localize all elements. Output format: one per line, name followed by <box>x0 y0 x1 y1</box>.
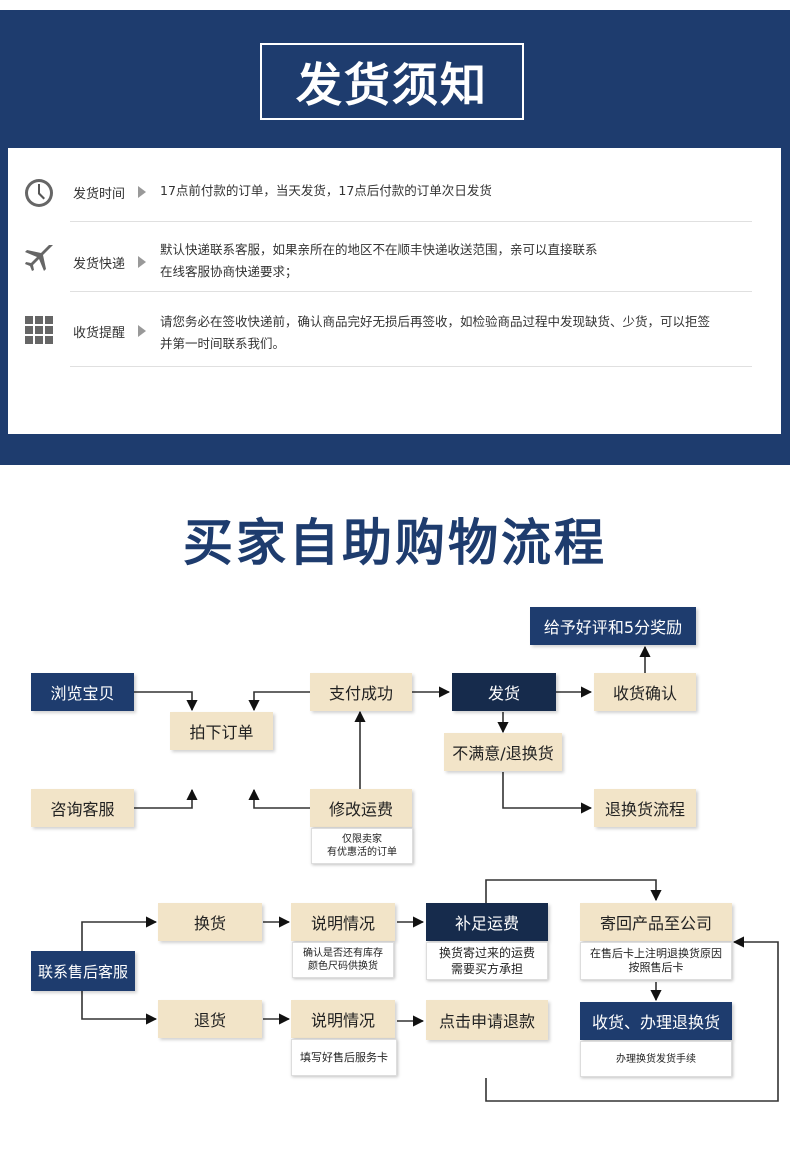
notice-arrow-icon <box>138 186 146 198</box>
notice-text: 请您务必在签收快递前，确认商品完好无损后再签收，如检验商品过程中发现缺货、少货，… <box>160 314 711 351</box>
divider <box>70 366 752 367</box>
confirm-receipt-box: 收货确认 <box>594 673 696 711</box>
clock-icon <box>25 179 53 207</box>
refund-box: 退货 <box>158 1000 262 1038</box>
divider <box>70 291 752 292</box>
supplement-note: 换货寄过来的运费 需要买方承担 <box>426 942 548 980</box>
notice-card: 发货时间 17点前付款的订单，当天发货，17点后付款的订单次日发货 发货快递 默… <box>8 148 781 434</box>
ship-box: 发货 <box>452 673 556 711</box>
notice-label: 发货时间 <box>73 187 126 202</box>
notice-title: 发货须知 <box>296 57 488 112</box>
divider <box>70 221 752 222</box>
flow-title: 买家自助购物流程 <box>183 514 607 572</box>
send-back-note: 在售后卡上注明退换货原因 按照售后卡 <box>580 942 732 980</box>
apply-refund-box: 点击申请退款 <box>426 1000 548 1040</box>
grid-icon <box>25 316 53 344</box>
exchange-box: 换货 <box>158 903 262 941</box>
notice-label: 收货提醒 <box>73 326 126 341</box>
explain-box-1: 说明情况 <box>291 903 395 941</box>
notice-text: 默认快递联系客服，如果亲所在的地区不在顺丰快递收送范围，亲可以直接联系在线客服协… <box>160 242 598 279</box>
supplement-fee-box: 补足运费 <box>426 903 548 941</box>
consult-box: 咨询客服 <box>31 789 134 827</box>
explain-note-2: 填写好售后服务卡 <box>291 1039 397 1076</box>
browse-box: 浏览宝贝 <box>31 673 134 711</box>
notice-title-box: 发货须知 <box>260 43 524 120</box>
notice-arrow-icon <box>138 325 146 337</box>
notice-text: 17点前付款的订单，当天发货，17点后付款的订单次日发货 <box>160 183 492 198</box>
notice-arrow-icon <box>138 256 146 268</box>
return-flow-box: 退换货流程 <box>594 789 696 827</box>
explain-note-1: 确认是否还有库存 颜色尺码供换货 <box>292 942 394 978</box>
dissatisfied-box: 不满意/退换货 <box>444 733 562 771</box>
modify-fee-box: 修改运费 <box>310 789 412 827</box>
place-order-box: 拍下订单 <box>170 712 273 750</box>
good-review-box: 给予好评和5分奖励 <box>530 607 696 645</box>
modify-fee-note: 仅限卖家 有优惠活的订单 <box>311 828 413 864</box>
pay-success-box: 支付成功 <box>310 673 412 711</box>
airplane-icon <box>25 245 53 271</box>
contact-aftersale-box: 联系售后客服 <box>31 951 135 991</box>
receive-process-box: 收货、办理退换货 <box>580 1002 732 1040</box>
receive-note: 办理换货发货手续 <box>580 1041 732 1077</box>
notice-label: 发货快递 <box>73 257 126 272</box>
send-back-box: 寄回产品至公司 <box>580 903 732 941</box>
explain-box-2: 说明情况 <box>291 1000 395 1038</box>
